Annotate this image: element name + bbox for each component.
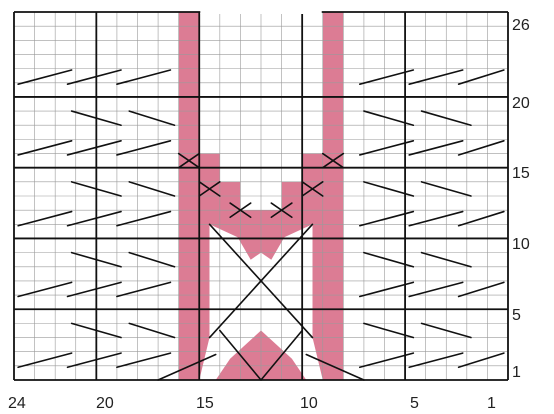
row-label-5: 5 bbox=[512, 307, 521, 324]
cable-stroke bbox=[17, 352, 73, 369]
cable-stroke bbox=[128, 251, 176, 268]
row-label-20: 20 bbox=[512, 95, 530, 112]
axis-labels: 26 20 15 10 5 1 24 20 15 10 5 1 bbox=[8, 17, 530, 412]
cable-stroke bbox=[301, 181, 324, 197]
cable-stroke bbox=[321, 152, 345, 169]
cable-stroke bbox=[177, 152, 201, 169]
col-label-20: 20 bbox=[96, 395, 114, 412]
cable-stroke bbox=[66, 281, 122, 298]
cable-stroke bbox=[229, 202, 252, 219]
cable-stroke bbox=[66, 69, 122, 85]
cable-stroke bbox=[457, 352, 505, 369]
cable-stroke bbox=[420, 110, 472, 127]
cable-stroke bbox=[116, 210, 172, 227]
cable-stroke bbox=[198, 181, 221, 197]
cable-stroke bbox=[17, 140, 73, 156]
cable-stroke bbox=[208, 223, 314, 339]
row-label-26: 26 bbox=[512, 17, 530, 34]
row-label-10: 10 bbox=[512, 236, 530, 253]
cable-stroke bbox=[408, 352, 464, 369]
cable-stroke bbox=[17, 210, 73, 227]
col-label-15: 15 bbox=[196, 395, 214, 412]
cable-stroke bbox=[219, 329, 262, 381]
col-label-5: 5 bbox=[410, 395, 419, 412]
cable-stroke bbox=[457, 140, 505, 156]
chart-grid bbox=[13, 11, 509, 381]
cable-stroke bbox=[305, 353, 365, 381]
cable-stroke bbox=[420, 251, 472, 268]
cable-stroke bbox=[408, 140, 464, 156]
cable-stroke bbox=[17, 281, 73, 298]
cable-stroke bbox=[116, 140, 172, 156]
cable-stroke bbox=[66, 352, 122, 369]
cable-stroke bbox=[116, 69, 172, 85]
cable-stroke bbox=[270, 202, 293, 219]
cable-stroke bbox=[116, 281, 172, 298]
cable-stroke bbox=[66, 140, 122, 156]
cable-stroke bbox=[17, 69, 73, 85]
cable-stroke bbox=[420, 322, 472, 339]
cable-stroke bbox=[457, 281, 505, 298]
neck-opening bbox=[200, 10, 322, 14]
col-label-1: 1 bbox=[487, 395, 496, 412]
cable-stroke bbox=[408, 210, 464, 227]
major-grid-lines bbox=[13, 10, 509, 381]
cable-stroke bbox=[457, 210, 505, 227]
cable-stroke bbox=[116, 352, 172, 369]
row-label-15: 15 bbox=[512, 165, 530, 182]
cable-stroke bbox=[260, 329, 303, 381]
cable-stroke bbox=[408, 69, 464, 85]
cable-stroke bbox=[157, 353, 217, 381]
cable-stroke bbox=[128, 322, 176, 339]
cable-stroke bbox=[128, 110, 176, 127]
cable-stroke bbox=[420, 181, 472, 197]
cable-stroke bbox=[128, 181, 176, 197]
cable-stroke bbox=[457, 69, 505, 85]
col-label-24: 24 bbox=[8, 395, 26, 412]
col-label-10: 10 bbox=[300, 395, 318, 412]
cable-stroke bbox=[66, 210, 122, 227]
row-label-1: 1 bbox=[512, 364, 521, 381]
cable-stroke bbox=[408, 281, 464, 298]
